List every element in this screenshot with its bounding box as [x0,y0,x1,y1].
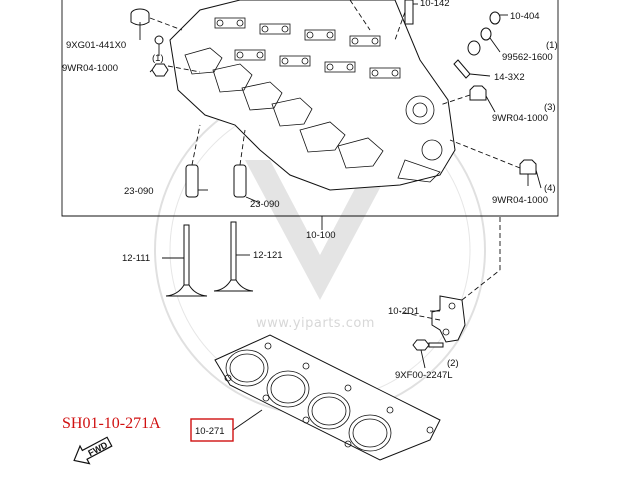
label-9wr04-a: 9WR04-1000 [62,63,118,74]
label-10-142: 10-142 [420,0,450,9]
label-9wr04-c: 9WR04-1000 [492,195,548,206]
label-12-111: 12-111 [122,253,150,264]
label-9wr04-b: 9WR04-1000 [492,113,548,124]
label-23-090-b: 23-090 [250,199,280,210]
intake-valve [165,224,208,297]
fwd-arrow-icon: FWD [73,436,113,465]
watermark-text: www.yiparts.com [256,316,375,331]
highlight-part-number: SH01-10-271A [62,415,161,432]
bolt-part-14-3x2 [453,59,471,79]
cylinder-head-box [61,0,559,217]
stud-part [404,0,414,25]
label-99562: 99562-1600 [502,52,553,63]
label-14-3x2: 14-3X2 [494,72,525,83]
seal-rings-part [467,11,501,56]
label-9xf00: 9XF00-2247L [395,370,453,381]
valve-guide-right [233,164,247,198]
leader-lines [139,0,542,204]
watermark-logo-icon [245,160,395,300]
highlight-box [190,418,234,442]
label-23-090-a: 23-090 [124,186,154,197]
qty-5: (4) [544,183,556,194]
qty-4: (3) [544,102,556,113]
plug-part [130,8,150,26]
label-10-100: 10-100 [306,230,336,241]
exhaust-valve [213,221,254,292]
bolt-part-right-upper [469,85,487,101]
qty-3: (1) [546,40,558,51]
cylinder-head-drawing [169,0,456,191]
valve-leaders [162,216,323,259]
label-10-2d1: 10-2D1 [388,306,419,317]
qty-6: (2) [447,358,459,369]
valve-guide-left [185,164,199,198]
label-10-404: 10-404 [510,11,540,22]
bolt-part-right-lower [519,159,537,186]
bracket-bolt-part [412,339,444,369]
head-gasket [214,334,441,461]
label-10-271: 10-271 [195,426,225,437]
bracket-part [399,216,501,343]
label-9xg01: 9XG01-441X0 [66,40,126,51]
label-12-121: 12-121 [253,250,283,261]
qty-1: (1) [152,53,164,64]
